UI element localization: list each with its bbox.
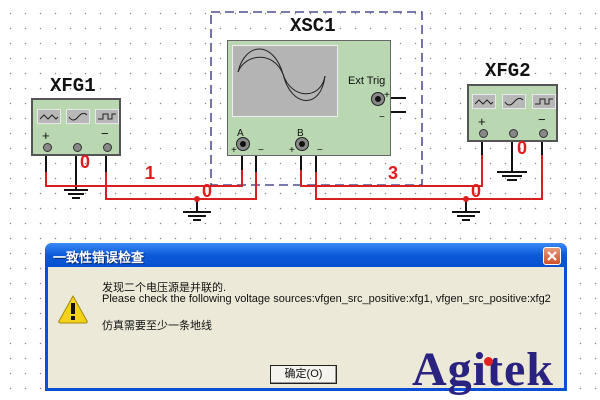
net-label: 0 bbox=[80, 152, 91, 172]
sine-wave-icon bbox=[66, 109, 90, 124]
ext-trig-minus: − bbox=[379, 112, 385, 123]
plus-sign: + bbox=[478, 114, 486, 129]
xfg1-negative-terminal[interactable] bbox=[103, 143, 112, 152]
ext-trig-label: Ext Trig bbox=[348, 75, 386, 87]
xfg1-positive-terminal[interactable] bbox=[43, 143, 52, 152]
channel-a-plus: + bbox=[231, 145, 237, 156]
channel-a-terminal[interactable] bbox=[236, 137, 250, 151]
message-line-1: 发现二个电压源是并联的. bbox=[102, 282, 227, 294]
agitek-logo: Agitek bbox=[412, 343, 554, 396]
square-wave-icon bbox=[532, 94, 556, 109]
xfg1-label: XFG1 bbox=[50, 75, 96, 97]
close-icon bbox=[547, 251, 557, 261]
close-button[interactable] bbox=[543, 247, 561, 265]
dialog-body: 发现二个电压源是并联的. Please check the following … bbox=[48, 267, 564, 388]
xfg2-positive-terminal[interactable] bbox=[479, 129, 488, 138]
plus-sign: + bbox=[42, 128, 50, 143]
ext-trig-plus: + bbox=[384, 90, 390, 101]
net-label: 3 bbox=[388, 163, 399, 183]
logo-dot bbox=[484, 357, 493, 366]
consistency-error-dialog: 一致性错误检查 发现二个电压源是并联的. Please check the fo… bbox=[45, 243, 567, 391]
minus-sign: − bbox=[101, 126, 109, 141]
square-wave-icon bbox=[95, 109, 119, 124]
net-label: 0 bbox=[471, 181, 482, 201]
function-generator-xfg1[interactable]: + − bbox=[31, 98, 121, 156]
message-line-3: 仿真需要至少一条地线 bbox=[102, 320, 212, 332]
net-label: 1 bbox=[145, 163, 156, 183]
xfg2-negative-terminal[interactable] bbox=[539, 129, 548, 138]
ok-button[interactable]: 确定(O) bbox=[270, 365, 337, 384]
net-label: 0 bbox=[517, 138, 528, 158]
oscilloscope-screen bbox=[232, 45, 338, 117]
triangle-wave-icon bbox=[472, 94, 496, 109]
xfg1-common-terminal[interactable] bbox=[73, 143, 82, 152]
message-line-2: Please check the following voltage sourc… bbox=[102, 293, 551, 305]
channel-b-minus: − bbox=[317, 145, 323, 156]
sine-wave-icon bbox=[502, 94, 526, 109]
sine-trace-icon bbox=[237, 48, 326, 101]
xfg2-common-terminal[interactable] bbox=[509, 129, 518, 138]
channel-b-plus: + bbox=[289, 145, 295, 156]
function-generator-xfg2[interactable]: + − bbox=[467, 84, 558, 142]
dialog-title-bar[interactable]: 一致性错误检查 bbox=[45, 243, 567, 267]
xfg2-label: XFG2 bbox=[485, 60, 531, 82]
channel-b-terminal[interactable] bbox=[295, 137, 309, 151]
minus-sign: − bbox=[538, 112, 546, 127]
oscilloscope-xsc1[interactable]: Ext Trig + − A + − B + − bbox=[227, 40, 391, 156]
net-label: 0 bbox=[202, 181, 213, 201]
channel-a-minus: − bbox=[258, 145, 264, 156]
channel-b-label: B bbox=[297, 128, 304, 139]
ext-trig-terminal[interactable] bbox=[371, 92, 385, 106]
triangle-wave-icon bbox=[37, 109, 61, 124]
channel-a-label: A bbox=[237, 128, 244, 139]
xsc1-label: XSC1 bbox=[290, 15, 336, 37]
dialog-title: 一致性错误检查 bbox=[53, 250, 145, 265]
warning-icon bbox=[58, 294, 88, 324]
